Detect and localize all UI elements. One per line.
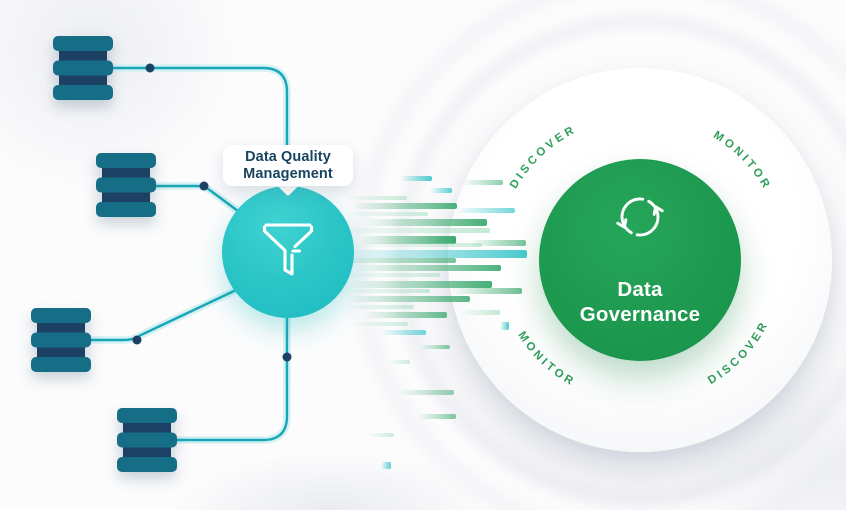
data-streak [340, 273, 440, 277]
dqm-label-line1: Data Quality [245, 148, 331, 165]
data-streak [430, 188, 452, 193]
funnel-icon [262, 223, 314, 276]
data-streak [388, 360, 410, 364]
data-streak [365, 312, 447, 318]
data-streak [400, 176, 432, 181]
connector-db4 [175, 314, 289, 442]
data-streak [352, 322, 408, 326]
data-streak [381, 462, 391, 469]
dqm-circle [222, 186, 354, 318]
data-streak [345, 196, 407, 200]
data-streak [338, 289, 430, 293]
data-streak [380, 330, 426, 335]
governance-core: Data Governance [539, 159, 741, 361]
data-streak [420, 345, 450, 349]
data-streak [418, 414, 456, 419]
governance-title-line2: Governance [579, 303, 701, 326]
junction-dot [132, 335, 142, 345]
data-streak [340, 212, 428, 216]
data-streak [336, 258, 456, 263]
data-streak [360, 236, 456, 244]
database-icon [53, 36, 113, 100]
connector-db3 [89, 280, 255, 342]
database-icon [31, 308, 91, 372]
data-streak [352, 203, 457, 209]
governance-title-line1: Data [617, 278, 663, 301]
connector-db1 [111, 66, 289, 152]
junction-dot [145, 63, 155, 73]
dqm-label: Data Quality Management [223, 145, 353, 186]
data-streak [342, 305, 414, 309]
database-icon [96, 153, 156, 217]
junction-dot [282, 352, 292, 362]
database-icon [117, 408, 177, 472]
data-streak [398, 390, 454, 395]
sync-icon [616, 197, 664, 237]
background-blob [120, 430, 540, 510]
dqm-label-line2: Management [243, 165, 333, 182]
junction-dot [199, 181, 209, 191]
data-streak [368, 433, 394, 437]
governance-title: Data Governance [539, 277, 741, 327]
